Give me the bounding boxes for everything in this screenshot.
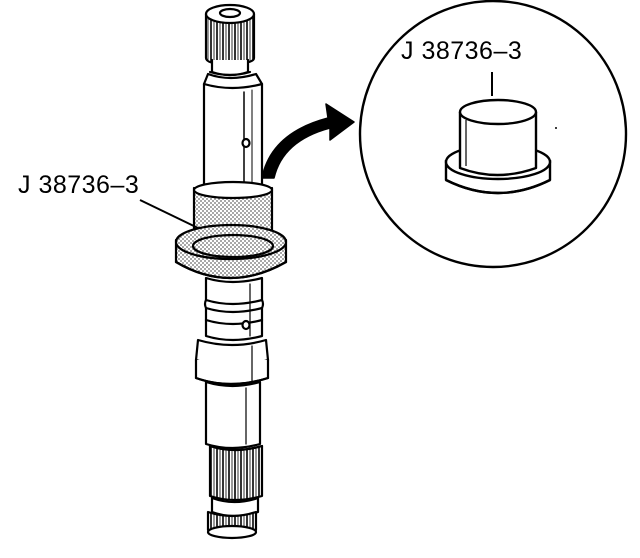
installer-tool-detail <box>444 98 552 195</box>
shaft-middle-body <box>203 276 265 342</box>
shaft-tip <box>206 496 260 540</box>
shaft-upper-body <box>202 72 264 194</box>
shaft-lower-body <box>204 380 262 450</box>
shaft-oil-hole-icon <box>241 137 251 149</box>
installer-tool-on-shaft <box>174 180 288 280</box>
tool-label-main: J 38736–3 <box>18 171 140 199</box>
left-leader-line <box>139 199 199 229</box>
pointer-arrow-icon <box>261 103 355 179</box>
shaft-collar <box>194 338 270 386</box>
tool-label-detail: J 38736–3 <box>401 37 523 65</box>
shaft-top-spline <box>204 3 256 66</box>
detail-callout-circle <box>358 0 628 269</box>
shaft-lower-spline <box>208 444 264 502</box>
